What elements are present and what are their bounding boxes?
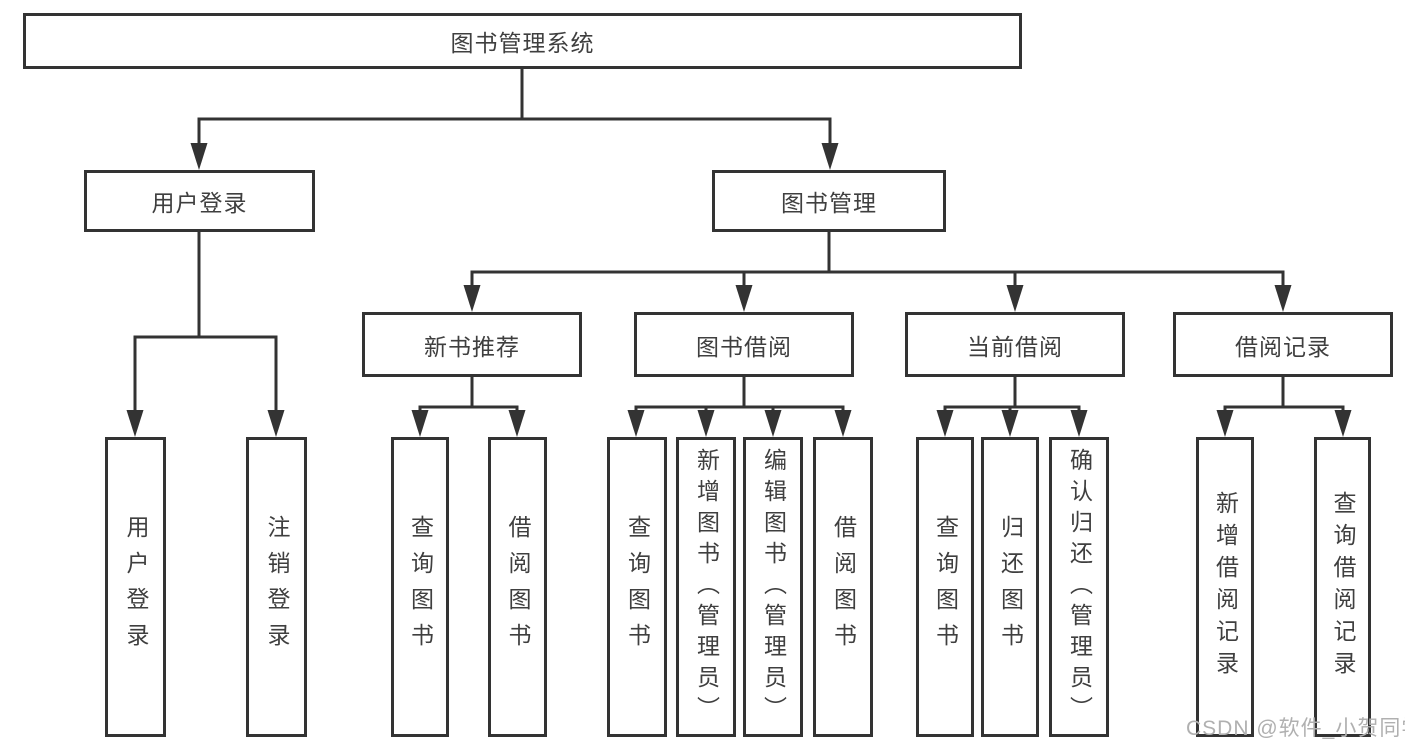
leaf-logout: 注销登录 [246,437,307,737]
leaf-query-books-current: 查询图书 [916,437,974,737]
leaf-add-books-admin: 新增图书（管理员） [676,437,736,737]
csdn-watermark: CSDN @软件_小贺同学 [1186,717,1405,740]
leaf-user-login: 用户登录 [105,437,166,737]
leaf-borrow-books-recommend: 借阅图书 [488,437,547,737]
node-new-book-recommend: 新书推荐 [362,312,582,377]
node-root-system: 图书管理系统 [23,13,1022,69]
node-book-management: 图书管理 [712,170,946,232]
leaf-query-books-borrow: 查询图书 [607,437,667,737]
leaf-borrow-books: 借阅图书 [813,437,873,737]
leaf-edit-books-admin: 编辑图书（管理员） [743,437,803,737]
node-current-borrow: 当前借阅 [905,312,1125,377]
leaf-confirm-return-admin: 确认归还（管理员） [1049,437,1109,737]
leaf-query-borrow-record: 查询借阅记录 [1314,437,1371,737]
leaf-return-books: 归还图书 [981,437,1039,737]
node-book-borrow: 图书借阅 [634,312,854,377]
node-user-login: 用户登录 [84,170,315,232]
node-borrow-records: 借阅记录 [1173,312,1393,377]
leaf-query-books-recommend: 查询图书 [391,437,449,737]
leaf-add-borrow-record: 新增借阅记录 [1196,437,1254,737]
